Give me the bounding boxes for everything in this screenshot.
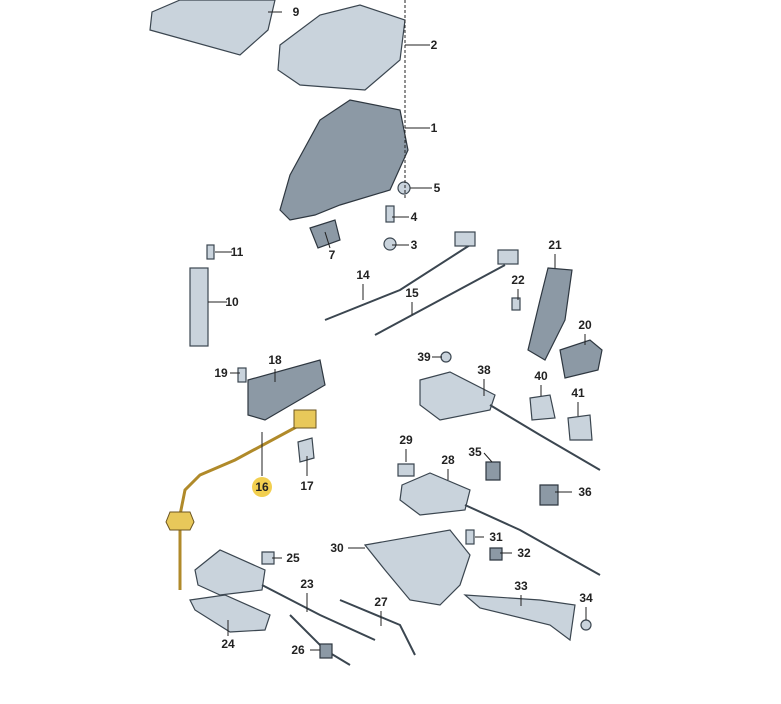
part-15-connector (497, 249, 519, 265)
part-label-10: 10 (225, 295, 239, 309)
part-4-bolt (385, 205, 395, 223)
part-label-28: 28 (441, 453, 455, 467)
part-label-40: 40 (534, 369, 548, 383)
part-39-nut (440, 351, 452, 363)
part-label-23: 23 (300, 577, 314, 591)
part-40-bracket (529, 394, 556, 421)
part-33-bracket (463, 594, 576, 642)
part-14-connector (454, 231, 476, 247)
part-35-sensor (485, 461, 501, 481)
part-label-38: 38 (477, 363, 491, 377)
part-label-26: 26 (291, 643, 305, 657)
part-label-5: 5 (434, 181, 441, 195)
part-label-21: 21 (548, 238, 562, 252)
part-label-22: 22 (511, 273, 525, 287)
part-41-clip (567, 414, 593, 441)
part-label-17: 17 (300, 479, 314, 493)
part-label-36: 36 (578, 485, 592, 499)
parts-drawings (149, 0, 603, 666)
part-36-connector (539, 484, 559, 506)
part-26-connector (319, 643, 333, 659)
part-38-cable (489, 404, 601, 471)
part-29-nut (397, 463, 415, 477)
part-5-nut (397, 181, 411, 195)
part-label-14: 14 (356, 268, 370, 282)
part-1-housing (279, 99, 409, 221)
part-31-bolt (465, 529, 475, 545)
part-34-nut (580, 619, 592, 631)
part-20-pressure-sensor (559, 339, 603, 379)
part-14-sensor-cable (324, 244, 471, 321)
part-label-3: 3 (411, 238, 418, 252)
part-7-bracket (309, 219, 341, 249)
part-19-bolt (237, 367, 247, 383)
part-label-11: 11 (231, 245, 244, 259)
part-label-19: 19 (214, 366, 228, 380)
part-27-cable-tie (339, 599, 416, 656)
part-label-30: 30 (330, 541, 344, 555)
part-38-nox-module (419, 371, 496, 421)
part-10-sensor (189, 267, 209, 347)
part-3-grommet (383, 237, 397, 251)
part-label-32: 32 (517, 546, 531, 560)
part-22-bolt (511, 297, 521, 311)
part-23-cable (261, 584, 376, 641)
part-label-33: 33 (514, 579, 528, 593)
part-label-16: 16 (255, 480, 269, 494)
part-label-20: 20 (578, 318, 592, 332)
leader-line-7 (324, 231, 331, 249)
part-label-29: 29 (399, 433, 413, 447)
part-label-7: 7 (329, 248, 336, 262)
part-2-cover (277, 4, 406, 91)
leader-line-35 (483, 452, 493, 463)
leader-lines (208, 11, 587, 651)
part-label-4: 4 (411, 210, 418, 224)
part-label-25: 25 (286, 551, 300, 565)
part-label-9: 9 (293, 5, 300, 19)
part-label-2: 2 (431, 38, 438, 52)
part-label-15: 15 (405, 286, 419, 300)
part-21-bracket (527, 267, 573, 361)
part-15-sensor-cable (374, 264, 506, 336)
part-9-control-unit (149, 0, 276, 56)
part-label-31: 31 (489, 530, 503, 544)
part-label-18: 18 (268, 353, 282, 367)
part-24-nox-module (194, 549, 266, 596)
part-16-connector (293, 409, 317, 429)
highlight-badge (252, 477, 272, 497)
part-24-bracket (189, 594, 271, 633)
part-label-27: 27 (374, 595, 388, 609)
part-30-bracket (363, 529, 471, 606)
part-label-39: 39 (417, 350, 431, 364)
part-label-24: 24 (221, 637, 235, 651)
part-16-hex-nut (165, 511, 195, 531)
part-label-34: 34 (579, 591, 593, 605)
part-28-nox-module (399, 472, 471, 516)
part-28-cable (464, 504, 601, 576)
part-17-clip (297, 437, 315, 463)
part-32-nut (489, 547, 503, 561)
part-label-1: 1 (431, 121, 438, 135)
part-25-nut (261, 551, 275, 565)
part-11-screw (206, 244, 215, 260)
part-label-41: 41 (571, 386, 585, 400)
part-label-35: 35 (468, 445, 482, 459)
part-18-bracket (247, 359, 326, 421)
